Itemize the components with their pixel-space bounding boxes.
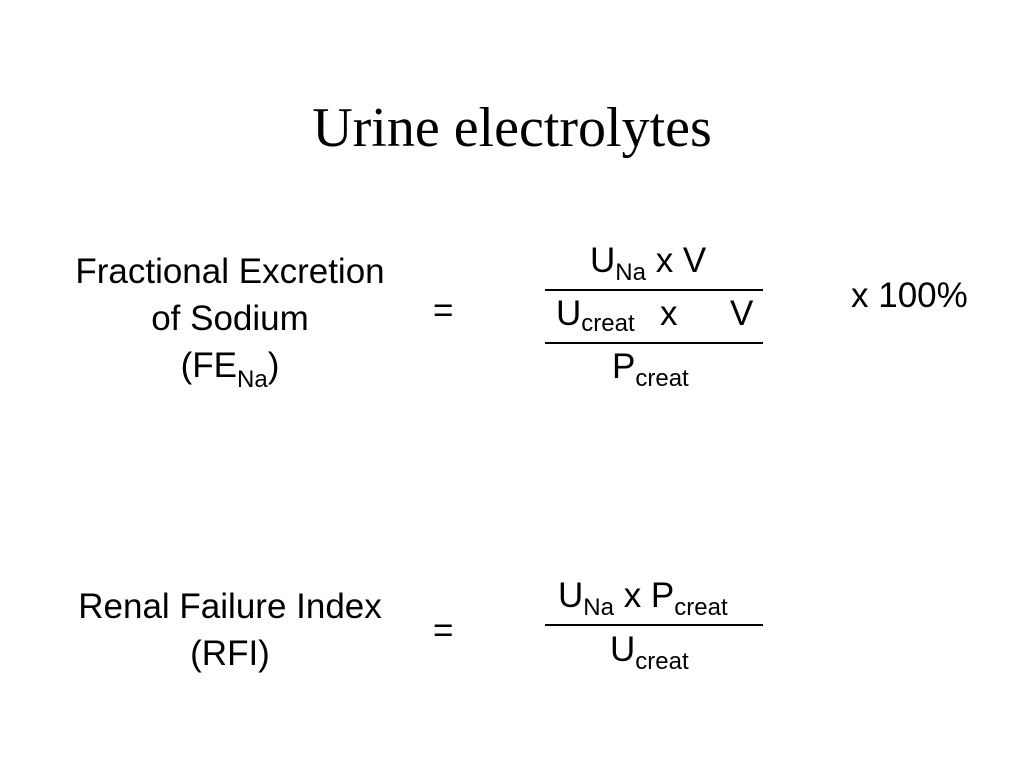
rfi-num-p-sub: creat [674, 594, 728, 621]
rfi-fraction-line [545, 624, 763, 626]
fena-label: Fractional Excretion of Sodium (FENa) [40, 248, 420, 393]
fena-numerator: UNa x V [590, 241, 707, 285]
fena-num-u-sub: Na [615, 259, 646, 286]
fena-equals-sign: = [433, 291, 454, 330]
fena-num-u: U [590, 241, 616, 280]
fena-label-line1: Fractional Excretion [75, 252, 385, 291]
fena-abbrev-open: (FE [180, 346, 238, 385]
fena-label-line2: of Sodium [151, 299, 309, 338]
slide-title: Urine electrolytes [312, 97, 712, 159]
fena-fraction-line-lower [545, 342, 763, 344]
fena-denominator: Pcreat [612, 347, 689, 391]
fena-den-p: P [612, 347, 636, 386]
fena-multiplier: x 100% [851, 276, 968, 315]
fena-fraction-line-upper [545, 289, 763, 291]
rfi-label-line1: Renal Failure Index [78, 587, 382, 626]
rfi-num-x: x P [613, 576, 675, 615]
rfi-den-u-sub: creat [635, 648, 689, 675]
rfi-num-u: U [558, 576, 584, 615]
rfi-label: Renal Failure Index (RFI) [40, 583, 420, 677]
fena-mid-u-sub: creat [581, 310, 635, 337]
fena-mid-x: x [660, 294, 678, 333]
rfi-num-u-sub: Na [583, 594, 614, 621]
fena-mid-v: V [730, 294, 754, 333]
rfi-equals-sign: = [433, 611, 454, 650]
fena-num-rest: x V [645, 241, 707, 280]
fena-den-p-sub: creat [635, 365, 689, 392]
rfi-numerator: UNa x Pcreat [558, 576, 728, 620]
rfi-label-line2: (RFI) [190, 634, 270, 673]
rfi-denominator: Ucreat [610, 630, 689, 674]
rfi-den-u: U [610, 630, 636, 669]
fena-mid-u: U [556, 294, 582, 333]
fena-abbrev-sub: Na [237, 366, 268, 393]
fena-abbrev-close: ) [267, 346, 280, 385]
fena-middle-term: Ucreat [556, 294, 635, 336]
fena-label-abbrev: (FENa) [40, 342, 420, 393]
